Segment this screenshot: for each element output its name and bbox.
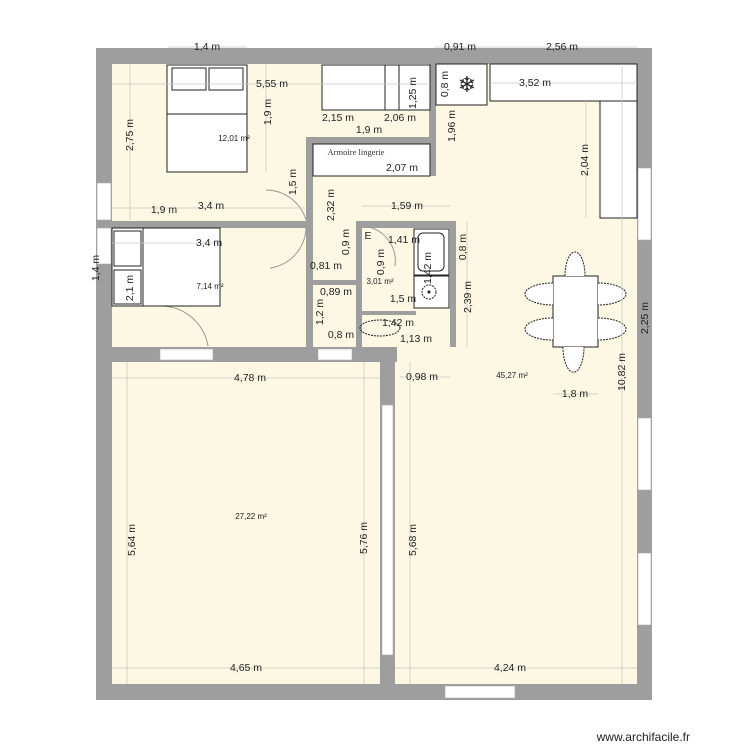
dimension-label: 2,39 m xyxy=(462,281,474,313)
dimension-label: 1,4 m xyxy=(90,255,102,282)
dimension-label: 0,81 m xyxy=(310,260,342,272)
single-bed xyxy=(111,227,221,307)
bathroom-area: 3,01 m² xyxy=(366,277,393,286)
dimension-label: 2,56 m xyxy=(546,41,578,53)
dimension-label: 5,76 m xyxy=(358,522,370,554)
dimension-label: 3,4 m xyxy=(196,237,223,249)
dimension-label: 2,1 m xyxy=(124,275,136,302)
bedroom-1-area: 12,01 m² xyxy=(218,134,250,143)
dimension-label: 1,9 m xyxy=(262,99,274,126)
dimension-label: 1,25 m xyxy=(407,77,419,109)
dimension-label: 0,9 m xyxy=(340,229,352,256)
dimension-label: 1,2 m xyxy=(314,299,326,326)
dimension-label: 1,59 m xyxy=(391,200,423,212)
dimension-label: 0,9 m xyxy=(375,249,387,276)
dimension-label: 2,75 m xyxy=(124,119,136,151)
dimension-label: 2,15 m xyxy=(322,112,354,124)
dimension-label: 1,13 m xyxy=(400,333,432,345)
fridge: ❄ xyxy=(435,63,488,106)
dimension-label: 1,42 m xyxy=(382,317,414,329)
dimension-label: 2,25 m xyxy=(639,302,651,334)
desk xyxy=(321,64,431,111)
dimension-label: 1,4 m xyxy=(194,41,221,53)
bedroom-2-area: 7,14 m² xyxy=(196,282,223,291)
dimension-label: 0,89 m xyxy=(320,286,352,298)
dimension-label: 3,4 m xyxy=(198,200,225,212)
dimension-label: 1,8 m xyxy=(562,388,589,400)
windows xyxy=(96,167,652,699)
dimension-label: 1,41 m xyxy=(388,234,420,246)
dimension-label: 1,5 m xyxy=(390,293,417,305)
dimension-label: 3,52 m xyxy=(519,77,551,89)
dimension-label: 5,55 m xyxy=(256,78,288,90)
dimension-label: 1,96 m xyxy=(446,110,458,142)
dimension-label: 4,24 m xyxy=(494,662,526,674)
sink xyxy=(413,275,450,309)
dimension-label: 0,8 m xyxy=(439,71,451,98)
dimension-label: 1,42 m xyxy=(422,252,434,284)
doors xyxy=(159,189,396,347)
dimension-label: 1,9 m xyxy=(151,204,178,216)
dimension-label: 4,65 m xyxy=(230,662,262,674)
dimension-label: 5,68 m xyxy=(407,524,419,556)
dimension-label: E xyxy=(364,230,371,242)
dimension-label: 10,82 m xyxy=(616,353,628,391)
dimension-labels: 1,4 m 0,91 m 2,56 m 5,55 m 3,52 m 0,8 m … xyxy=(90,41,651,674)
dimension-label: 0,98 m xyxy=(406,371,438,383)
closet xyxy=(312,143,431,177)
dimension-label: 5,64 m xyxy=(126,524,138,556)
toilet xyxy=(359,319,401,337)
dimension-label: 1,5 m xyxy=(287,169,299,196)
closet-label: Armoire lingerie xyxy=(328,147,385,157)
dimension-label: 4,78 m xyxy=(234,372,266,384)
dining-table xyxy=(524,251,627,373)
dimension-label: 2,32 m xyxy=(325,189,337,221)
archifacile-logo[interactable]: www.archifacile.fr xyxy=(596,730,690,744)
living-area: 45,27 m² xyxy=(496,371,528,380)
dimension-label: 1,9 m xyxy=(356,124,383,136)
dimension-label: 0,8 m xyxy=(457,234,469,261)
kitchen-counter xyxy=(489,63,638,219)
large-room-area: 27,22 m² xyxy=(235,512,267,521)
dimension-label: 0,91 m xyxy=(444,41,476,53)
dimension-label: 2,04 m xyxy=(579,144,591,176)
dimension-label: 0,8 m xyxy=(328,329,355,341)
dimension-label: 2,07 m xyxy=(386,162,418,174)
double-bed xyxy=(166,64,248,173)
dimension-lines xyxy=(112,46,637,684)
snowflake-icon: ❄ xyxy=(458,72,476,97)
dimension-label: 2,06 m xyxy=(384,112,416,124)
bathtub xyxy=(413,228,450,276)
